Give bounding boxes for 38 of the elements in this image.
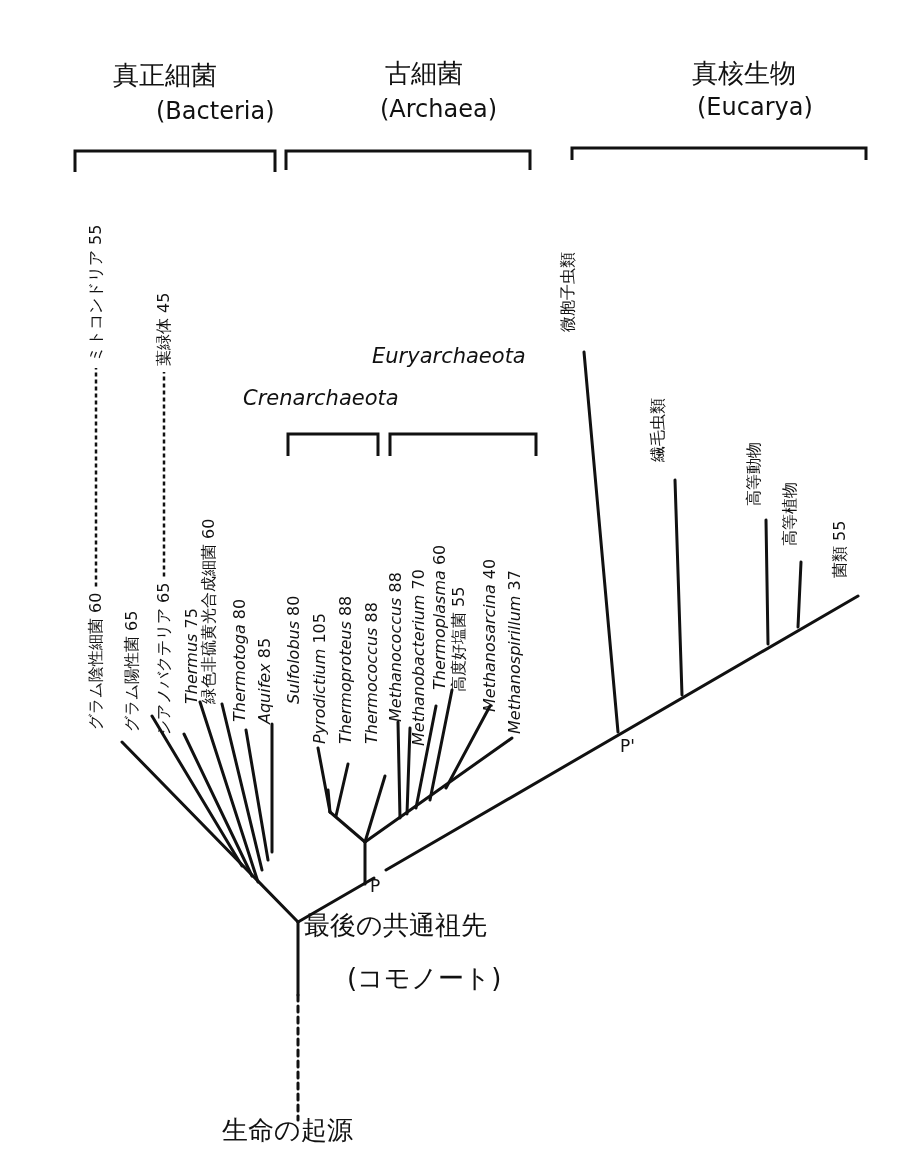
taxon-label: 繊毛虫類 bbox=[650, 398, 666, 462]
taxon-label: Methanococcus 88 bbox=[388, 572, 404, 722]
taxon-label: Methanospirillum 37 bbox=[507, 570, 523, 734]
ancestor-label: 最後の共通祖先 bbox=[304, 912, 487, 938]
taxon-label: Thermotoga 80 bbox=[232, 598, 248, 722]
heading: 真核生物 bbox=[692, 60, 796, 86]
taxon-label: Thermoplasma 60 bbox=[432, 544, 448, 690]
taxon-label: Thermus 75 bbox=[184, 608, 200, 704]
taxon-label: 高等動物 bbox=[746, 442, 762, 506]
taxon-label: 高度好塩菌 55 bbox=[451, 586, 467, 692]
ancestor-label: (コモノート) bbox=[347, 965, 502, 991]
taxon-label: Aquifex 85 bbox=[257, 637, 273, 724]
taxon-label: 高等植物 bbox=[782, 482, 798, 546]
taxon-label: Methanobacterium 70 bbox=[411, 569, 427, 746]
taxon-label: 菌類 55 bbox=[832, 520, 848, 578]
heading: 真正細菌 bbox=[113, 62, 217, 88]
heading: (Archaea) bbox=[380, 97, 498, 121]
taxon-label: 微胞子虫類 bbox=[560, 252, 576, 332]
heading: 古細菌 bbox=[385, 60, 463, 86]
heading: (Eucarya) bbox=[697, 95, 813, 119]
taxon-label: Pyrodictium 105 bbox=[312, 613, 328, 744]
taxon-label: グラム陰性細菌 60 bbox=[88, 592, 104, 730]
origin-label: 生命の起源 bbox=[222, 1117, 353, 1143]
group-label: Euryarchaeota bbox=[372, 346, 526, 367]
taxon-label: Sulfolobus 80 bbox=[286, 595, 302, 704]
dotted-line bbox=[94, 368, 98, 587]
taxon-label: Thermococcus 88 bbox=[364, 602, 380, 744]
heading: (Bacteria) bbox=[156, 99, 275, 123]
taxon-label: グラム陽性菌 65 bbox=[124, 610, 140, 732]
taxon-label: Thermoproteus 88 bbox=[338, 595, 354, 744]
taxon-label: Methanosarcina 40 bbox=[482, 558, 498, 712]
taxon-label: 緑色非硫黄光合成細菌 60 bbox=[201, 518, 217, 704]
group-label: Crenarchaeota bbox=[243, 388, 399, 409]
dotted-line bbox=[162, 372, 166, 577]
branch-point-label: P' bbox=[620, 738, 635, 755]
taxon-label: 葉緑体 45 bbox=[156, 292, 172, 366]
taxon-label: ミトコンドリア 55 bbox=[88, 224, 104, 362]
branch-point-label: P bbox=[370, 878, 381, 895]
